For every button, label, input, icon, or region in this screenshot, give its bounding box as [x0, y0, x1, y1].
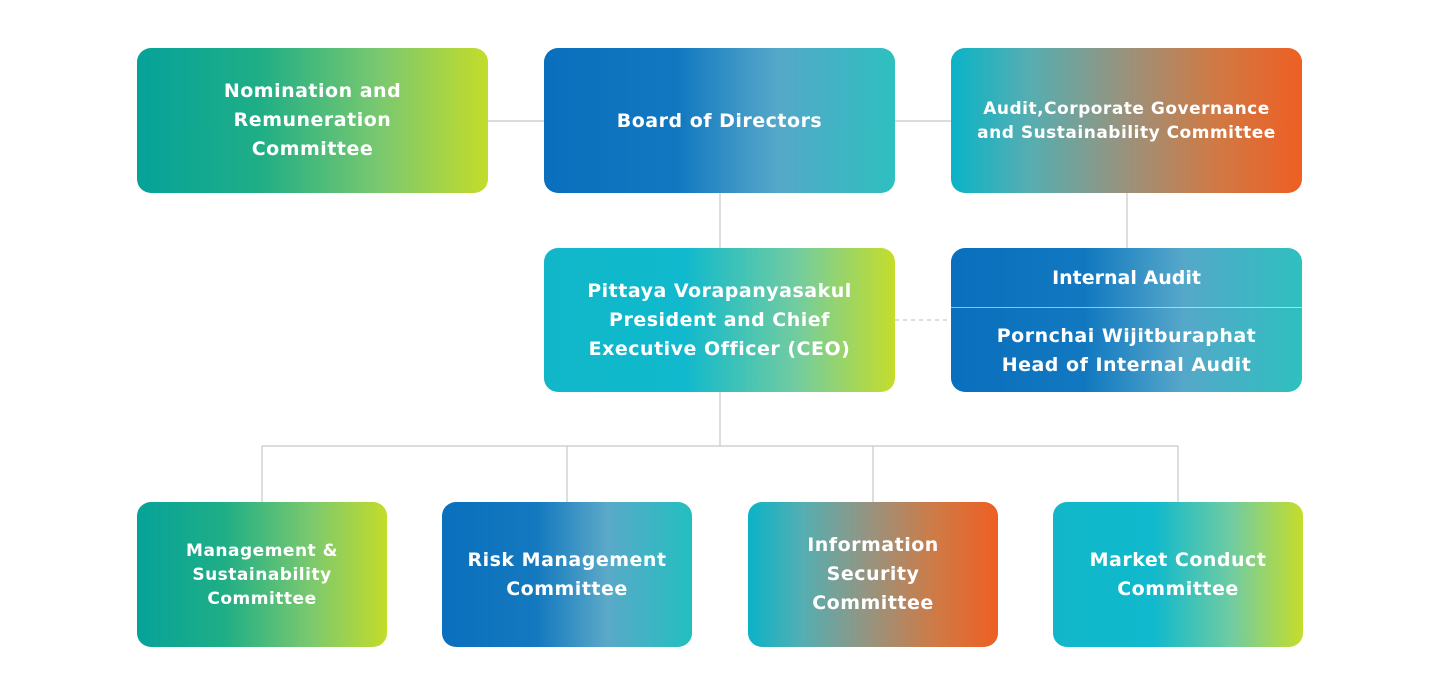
- committee-box-management-sustainability: Management & Sustainability Committee: [137, 502, 387, 647]
- committee-box-market-conduct: Market Conduct Committee: [1053, 502, 1303, 647]
- nomination-committee-box: Nomination and Remuneration Committee: [137, 48, 488, 193]
- committee-label: Risk Management Committee: [467, 548, 667, 600]
- committee-label: Management & Sustainability Committee: [186, 540, 338, 609]
- audit-committee-box: Audit,Corporate Governance and Sustainab…: [951, 48, 1302, 193]
- internal-audit-divider: [951, 307, 1302, 308]
- audit-committee-label: Audit,Corporate Governance and Sustainab…: [977, 98, 1276, 143]
- internal-audit-head: Pornchai Wijitburaphat Head of Internal …: [996, 324, 1257, 376]
- board-of-directors-label: Board of Directors: [616, 109, 823, 132]
- committee-label: Information Security Committee: [807, 534, 939, 614]
- nomination-committee-label: Nomination and Remuneration Committee: [223, 80, 402, 160]
- internal-audit-head-container: Pornchai Wijitburaphat Head of Internal …: [951, 308, 1302, 392]
- ceo-label: Pittaya Vorapanyasakul President and Chi…: [587, 279, 852, 360]
- committee-box-risk-management: Risk Management Committee: [442, 502, 692, 647]
- committee-box-information-security: Information Security Committee: [748, 502, 998, 647]
- internal-audit-title: Internal Audit: [1052, 266, 1201, 289]
- board-of-directors-box: Board of Directors: [544, 48, 895, 193]
- internal-audit-box: Internal Audit Pornchai Wijitburaphat He…: [951, 248, 1302, 392]
- ceo-box: Pittaya Vorapanyasakul President and Chi…: [544, 248, 895, 392]
- committee-label: Market Conduct Committee: [1089, 548, 1267, 600]
